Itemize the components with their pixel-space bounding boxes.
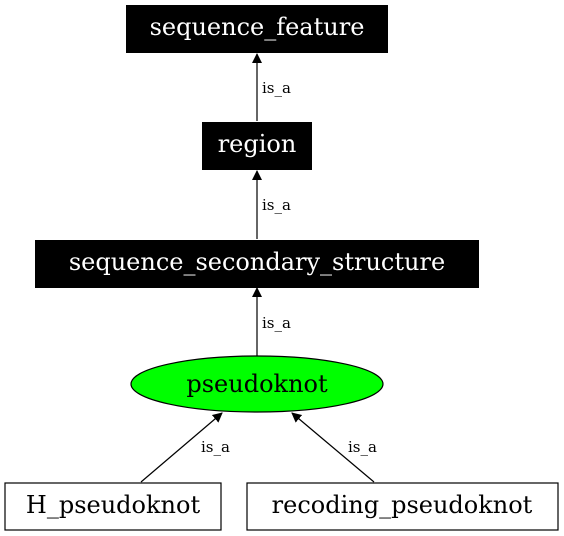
edge-secondary-structure-is-a-region: is_a (252, 170, 291, 239)
node-label: H_pseudoknot (26, 491, 201, 519)
node-recoding-pseudoknot[interactable]: recoding_pseudoknot (246, 482, 559, 531)
node-label: sequence_feature (150, 13, 365, 41)
edge-pseudoknot-is-a-secondary-structure: is_a (252, 287, 291, 356)
edge-label: is_a (262, 314, 291, 332)
edge-label: is_a (262, 79, 291, 97)
node-label: region (218, 130, 297, 158)
node-pseudoknot[interactable]: pseudoknot (130, 355, 384, 413)
edge-h-pseudoknot-is-a-pseudoknot: is_a (140, 412, 230, 483)
edge-label: is_a (201, 438, 230, 456)
node-region[interactable]: region (202, 122, 312, 170)
edge-label: is_a (262, 196, 291, 214)
node-label: pseudoknot (186, 370, 328, 398)
node-label: recoding_pseudoknot (272, 491, 533, 519)
node-h-pseudoknot[interactable]: H_pseudoknot (4, 482, 222, 531)
node-label: sequence_secondary_structure (69, 248, 445, 276)
node-sequence-secondary-structure[interactable]: sequence_secondary_structure (35, 240, 479, 288)
node-sequence-feature[interactable]: sequence_feature (126, 5, 388, 53)
edge-label: is_a (348, 438, 377, 456)
edge-region-is-a-sequence-feature: is_a (252, 53, 291, 121)
edge-recoding-pseudoknot-is-a-pseudoknot: is_a (291, 412, 377, 483)
